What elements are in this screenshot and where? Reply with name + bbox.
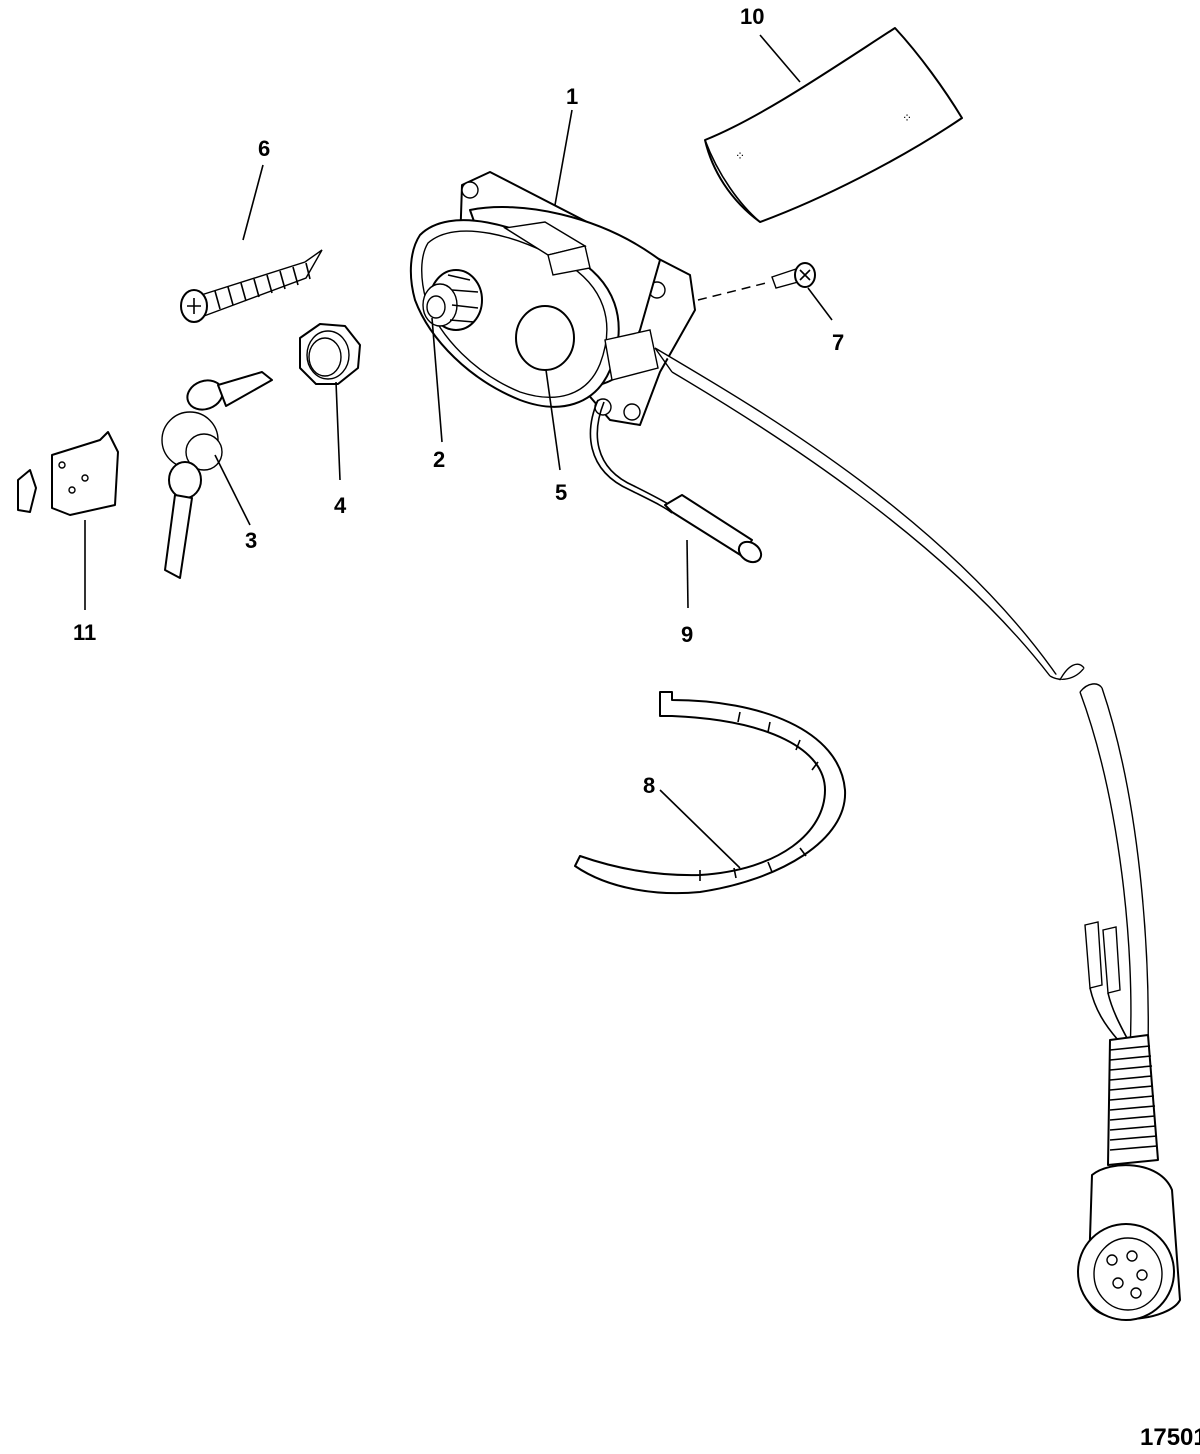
keys-part bbox=[161, 371, 273, 579]
callout-7: 7 bbox=[832, 330, 844, 355]
key-switch-part bbox=[422, 269, 483, 331]
callout-9: 9 bbox=[681, 622, 693, 647]
leader-line-1 bbox=[554, 109, 573, 206]
sensor-probe-part bbox=[664, 494, 763, 564]
long-screw-part bbox=[180, 249, 323, 323]
indicator-lens-part bbox=[515, 305, 575, 371]
adhesive-pad-part: ⁘ ⁘ bbox=[704, 27, 963, 223]
leader-line-8 bbox=[659, 789, 741, 869]
small-screw-part bbox=[697, 262, 816, 301]
callout-10: 10 bbox=[740, 4, 764, 29]
connector-part bbox=[1077, 921, 1181, 1321]
cable-part bbox=[654, 347, 1149, 1051]
callout-3: 3 bbox=[245, 528, 257, 553]
leader-line-10 bbox=[759, 34, 801, 83]
callout-11: 11 bbox=[73, 620, 96, 645]
callout-2: 2 bbox=[433, 447, 445, 472]
figure-id: 17501 bbox=[1140, 1424, 1200, 1451]
strap-part bbox=[574, 691, 847, 895]
leader-line-2 bbox=[431, 317, 443, 443]
svg-text:⁘: ⁘ bbox=[735, 149, 745, 163]
clip-bracket-part bbox=[17, 431, 119, 516]
leader-line-9 bbox=[686, 539, 689, 609]
callout-5: 5 bbox=[555, 480, 567, 505]
sensor-wire-part bbox=[589, 399, 676, 514]
hex-nut-part bbox=[299, 323, 361, 385]
leader-lines bbox=[84, 34, 833, 869]
callout-labels: 1 2 3 4 5 6 7 8 9 10 11 bbox=[73, 4, 844, 798]
leader-line-3 bbox=[214, 454, 251, 526]
leader-line-4 bbox=[335, 381, 341, 481]
callout-8: 8 bbox=[643, 773, 655, 798]
leader-line-6 bbox=[242, 164, 264, 241]
callout-4: 4 bbox=[334, 493, 347, 518]
leader-line-5 bbox=[545, 369, 561, 471]
callout-6: 6 bbox=[258, 136, 270, 161]
leader-line-7 bbox=[807, 287, 833, 321]
svg-text:⁘: ⁘ bbox=[902, 111, 912, 125]
callout-1: 1 bbox=[566, 84, 578, 109]
